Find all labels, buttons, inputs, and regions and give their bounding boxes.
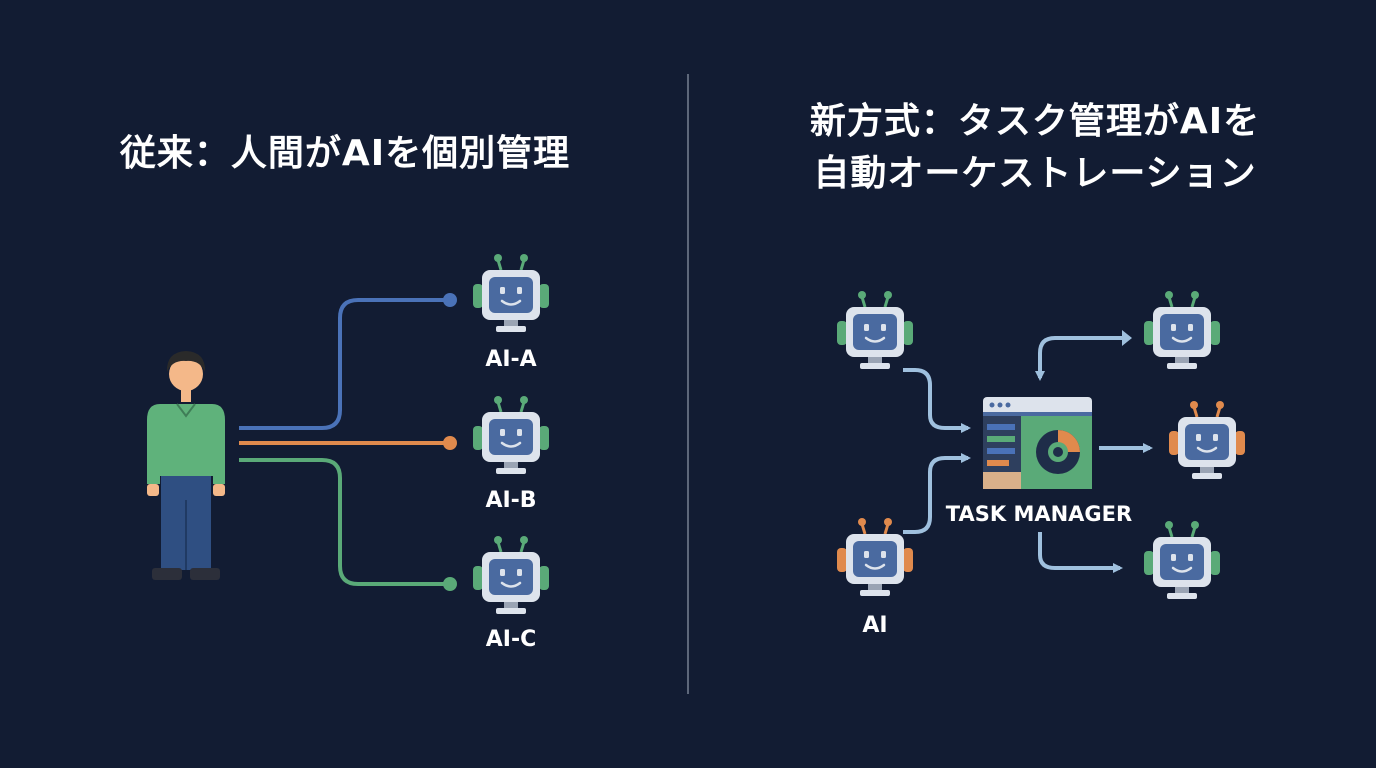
connector-ai-a	[239, 298, 450, 430]
robot-input-top-icon	[835, 289, 915, 371]
robot-ai-a-icon	[471, 252, 551, 334]
connector-ai-a-end	[443, 293, 457, 307]
person-figure	[147, 351, 225, 580]
arrow-top-right-head	[1122, 330, 1132, 346]
connector-ai-b-end	[443, 436, 457, 450]
right-title-line2: 自動オーケストレーション	[813, 153, 1257, 194]
arrow-input-bottom	[903, 453, 971, 534]
task-manager-label: TASK MANAGER	[946, 502, 1132, 526]
right-title: 新方式：タスク管理がAIを 自動オーケストレーション	[730, 96, 1340, 200]
connector-ai-c	[239, 458, 450, 586]
arrow-input-top	[903, 368, 971, 433]
label-ai: AI	[862, 613, 887, 638]
label-ai-c: AI-C	[486, 627, 537, 652]
robot-input-bottom-icon	[835, 516, 915, 598]
connector-ai-c-end	[443, 577, 457, 591]
robot-output-bottom-icon	[1142, 519, 1222, 601]
arrow-output-bottom	[1038, 532, 1123, 573]
label-ai-b: AI-B	[485, 488, 536, 513]
robot-output-top-icon	[1142, 289, 1222, 371]
left-title: 従来：人間がAIを個別管理	[119, 133, 571, 174]
label-ai-a: AI-A	[485, 347, 536, 372]
robot-ai-b-icon	[471, 394, 551, 476]
robot-ai-c-icon	[471, 534, 551, 616]
arrow-feedback-top	[1035, 336, 1122, 381]
task-manager-icon	[983, 397, 1092, 489]
robot-output-middle-icon	[1167, 399, 1247, 481]
center-divider	[687, 74, 689, 694]
right-title-line1: 新方式：タスク管理がAIを	[809, 101, 1261, 142]
